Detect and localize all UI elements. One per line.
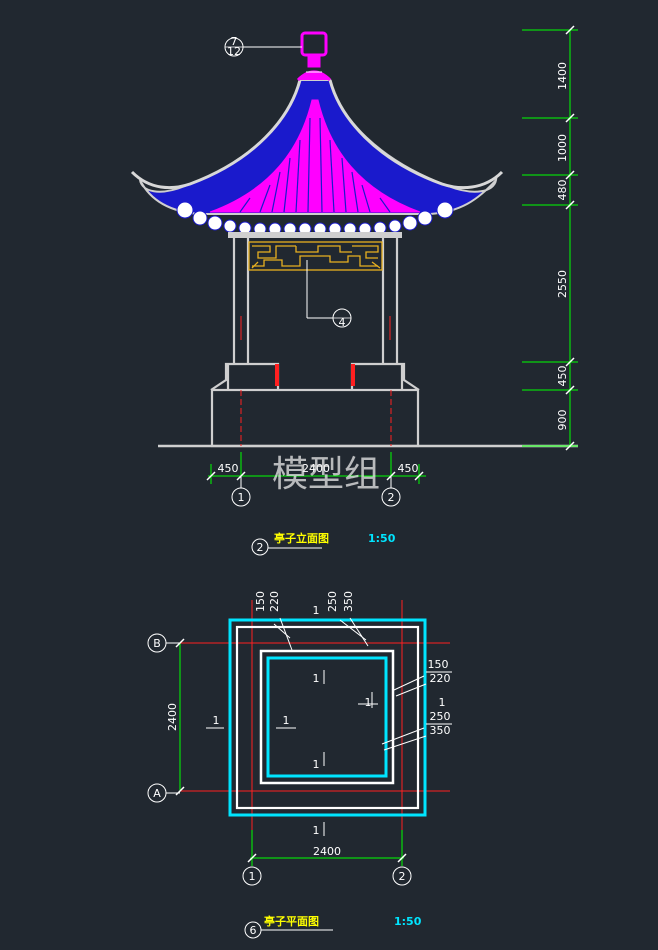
vdim-4: 2550 bbox=[556, 270, 569, 298]
plan-axis-lines bbox=[180, 600, 450, 832]
elevation-title-text: 亭子立面图 bbox=[274, 531, 329, 545]
plan-mark-6: 1 bbox=[313, 824, 320, 837]
plan-mark-4: 1 bbox=[283, 714, 290, 727]
plan-top-dim-1: 150 bbox=[254, 591, 267, 612]
elevation-axis-bubbles: 1 2 bbox=[231, 476, 401, 507]
plan-scale: 1:50 bbox=[394, 915, 422, 928]
plan-left-dimension: 2400 B A bbox=[147, 633, 185, 803]
plan-column-line-inner bbox=[266, 656, 388, 778]
plan-axis-1: 1 bbox=[249, 870, 256, 883]
roof bbox=[130, 79, 504, 238]
vdim-3: 480 bbox=[556, 180, 569, 201]
elevation-title-number: 2 bbox=[257, 541, 264, 554]
plan-platform-edge bbox=[235, 625, 420, 810]
plan-top-dim-5: 350 bbox=[342, 591, 355, 612]
plan-title-number: 6 bbox=[250, 924, 257, 937]
plan-right-dims: 150 220 1 250 350 bbox=[426, 658, 452, 737]
plan-bottom-dimension: 2400 1 2 bbox=[242, 830, 412, 886]
plan-right-dim-1: 150 bbox=[428, 658, 449, 671]
plan-mark-3: 1 bbox=[213, 714, 220, 727]
plan-left-dim: 2400 bbox=[166, 703, 179, 731]
elev-axis-2: 2 bbox=[388, 491, 395, 504]
plan-column-line-outer bbox=[259, 649, 395, 785]
callout-finial-top: 7 bbox=[231, 35, 238, 48]
detail-callout-lattice: 4 bbox=[306, 260, 352, 329]
plan-top-dims: 150 220 1 250 350 bbox=[254, 591, 355, 617]
plan-top-dim-4: 250 bbox=[326, 591, 339, 612]
plan-mark-1: 1 bbox=[313, 672, 320, 685]
plan-title: 6 亭子平面图 1:50 bbox=[244, 914, 422, 939]
plan-title-text: 亭子平面图 bbox=[264, 914, 319, 928]
plan-section-marks bbox=[206, 670, 378, 836]
callout-lattice-bottom: 4 bbox=[339, 316, 346, 329]
plan-axis-B: B bbox=[153, 637, 161, 650]
plan-axis-2: 2 bbox=[399, 870, 406, 883]
plan-mark-2: 1 bbox=[365, 696, 372, 709]
plan-top-dim-2: 220 bbox=[268, 591, 281, 612]
hdim-right: 450 bbox=[398, 462, 419, 475]
vdim-5: 450 bbox=[556, 366, 569, 387]
elev-axis-1: 1 bbox=[238, 491, 245, 504]
plan-right-dim-5: 350 bbox=[430, 724, 451, 737]
base-platform bbox=[210, 388, 420, 448]
detail-callout-finial: 7 12 bbox=[224, 35, 302, 58]
roof-finial bbox=[296, 31, 332, 82]
plan-axis-A: A bbox=[153, 787, 161, 800]
callout-finial-bottom: 12 bbox=[227, 45, 241, 58]
plan-right-dim-3: 1 bbox=[439, 696, 446, 709]
elevation-title: 2 亭子立面图 1:50 bbox=[251, 531, 396, 556]
vdim-1: 1400 bbox=[556, 62, 569, 90]
pavilion-plan: 150 220 1 250 350 150 220 1 250 350 1 1 … bbox=[147, 591, 452, 939]
plan-leaders bbox=[273, 617, 427, 751]
plan-right-dim-4: 250 bbox=[430, 710, 451, 723]
horizontal-dimension-chain bbox=[206, 452, 426, 488]
plan-bottom-dim: 2400 bbox=[313, 845, 341, 858]
plan-mark-5: 1 bbox=[313, 758, 320, 771]
plan-right-dim-2: 220 bbox=[430, 672, 451, 685]
plan-outer-boundary bbox=[228, 618, 427, 817]
vdim-6: 900 bbox=[556, 410, 569, 431]
vertical-dimension-chain bbox=[522, 25, 578, 451]
vertical-dimension-labels: 1400 1000 480 2550 450 900 bbox=[556, 62, 569, 431]
elevation-scale: 1:50 bbox=[368, 532, 396, 545]
hdim-left: 450 bbox=[218, 462, 239, 475]
plan-top-dim-3: 1 bbox=[313, 604, 320, 617]
column-bases bbox=[210, 362, 420, 391]
pavilion-elevation: 7 12 4 bbox=[130, 25, 578, 556]
hdim-center: 2400 bbox=[302, 462, 330, 475]
vdim-2: 1000 bbox=[556, 134, 569, 162]
columns bbox=[232, 236, 399, 364]
lattice-frieze bbox=[248, 241, 383, 271]
watermark: 模型组 bbox=[272, 454, 380, 495]
